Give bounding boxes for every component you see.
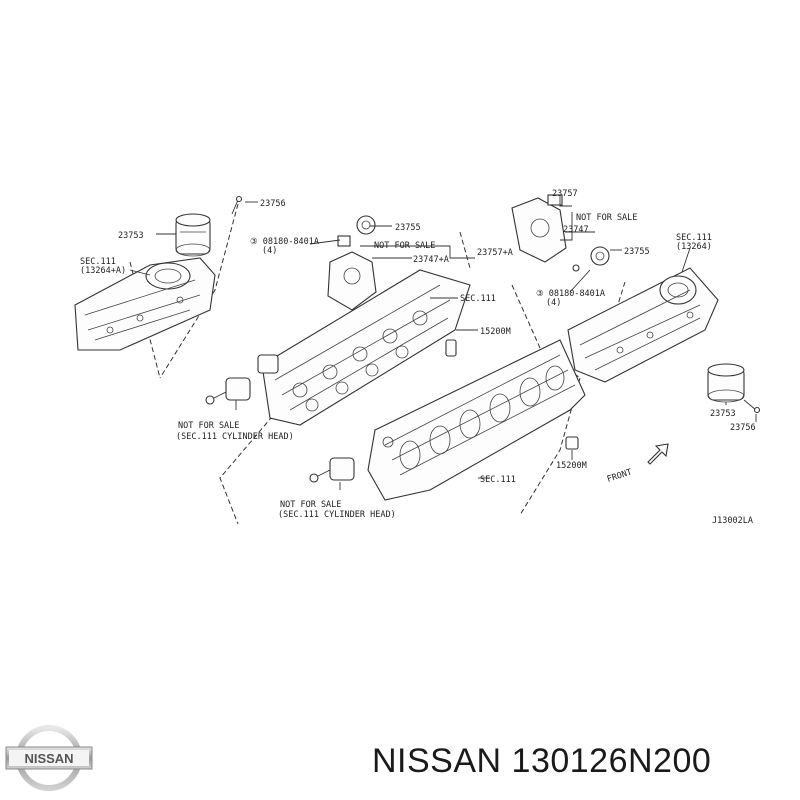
label-sec111-right: SEC.111 xyxy=(676,233,712,243)
label-nfs-left2-ref: (SEC.111 CYLINDER HEAD) xyxy=(278,510,396,520)
label-bolt-right: ③ 08180-8401A xyxy=(536,289,605,299)
label-sec111-left-ref: (13264+A) xyxy=(80,266,126,276)
part-number-title: NISSAN 130126N200 xyxy=(372,742,712,780)
left-cam-sensor xyxy=(205,377,251,405)
left-rocker-cover xyxy=(74,257,216,351)
oil-strainer-15200m xyxy=(445,339,579,450)
leader-lines xyxy=(129,196,757,490)
label-23753-right: 23753 xyxy=(710,409,736,419)
label-23757a: 23757+A xyxy=(477,248,513,258)
label-23755-right: 23755 xyxy=(624,247,650,257)
right-rocker-cover xyxy=(567,267,719,383)
label-front: FRONT xyxy=(606,467,633,484)
label-sec111-lower: SEC.111 xyxy=(480,475,516,485)
lower-cylinder-head xyxy=(367,339,586,501)
center-vtc-solenoid xyxy=(327,215,377,311)
label-bolt-left: ③ 08180-8401A xyxy=(250,237,319,247)
label-bolt-right-qty: (4) xyxy=(546,298,561,308)
label-15200m-top: 15200M xyxy=(480,327,511,337)
label-23757-top: 23757 xyxy=(552,189,578,199)
front-arrow-icon xyxy=(647,443,669,465)
nissan-logo-icon: NISSAN xyxy=(5,725,93,791)
label-23755-mid: 23755 xyxy=(395,223,421,233)
left-bolt-23756 xyxy=(231,195,243,215)
label-23747a-mid: 23747+A xyxy=(413,255,449,265)
label-nfs-left1-ref: (SEC.111 CYLINDER HEAD) xyxy=(176,432,294,442)
label-sec111-left: SEC.111 xyxy=(80,257,116,267)
right-vtc-solenoid xyxy=(511,194,610,272)
label-nfs-left1: NOT FOR SALE xyxy=(178,421,239,431)
label-sec111-right-ref: (13264) xyxy=(676,242,712,252)
label-15200m-bottom: 15200M xyxy=(556,461,587,471)
right-solenoid-actuator xyxy=(707,363,761,414)
label-23753-left: 23753 xyxy=(118,231,144,241)
nissan-logo-text: NISSAN xyxy=(24,751,73,766)
label-23756-right: 23756 xyxy=(730,423,756,433)
label-nfs-mid: NOT FOR SALE xyxy=(374,241,435,251)
label-diagram-code: J13002LA xyxy=(712,516,753,526)
label-23756-left: 23756 xyxy=(260,199,286,209)
label-nfs-right: NOT FOR SALE xyxy=(576,213,637,223)
left-solenoid-actuator xyxy=(175,213,211,257)
label-sec111-center: SEC.111 xyxy=(460,294,496,304)
lower-cam-sensor xyxy=(309,457,355,483)
label-nfs-left2: NOT FOR SALE xyxy=(280,500,341,510)
label-23747-right: 23747 xyxy=(563,225,589,235)
label-bolt-left-qty: (4) xyxy=(262,246,277,256)
left-camshaft-housing xyxy=(257,269,471,426)
